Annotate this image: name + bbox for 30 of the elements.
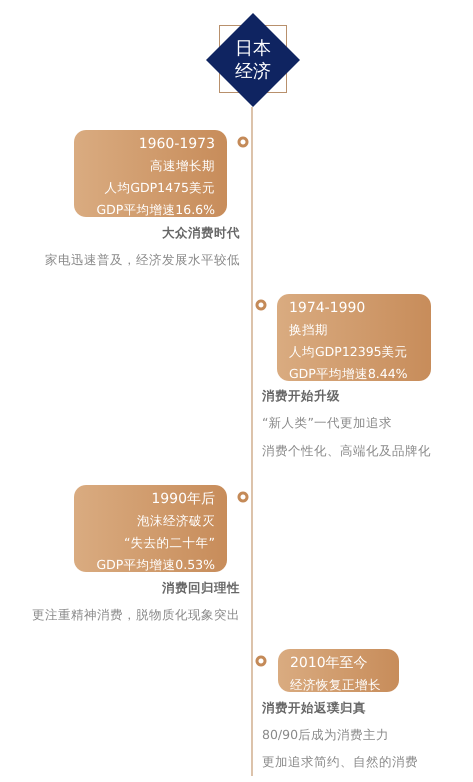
era-description: 更加追求简约、自然的消费 [262, 753, 418, 771]
era-description: “新人类”一代更加追求 [262, 414, 392, 432]
period-years: 1974-1990 [289, 299, 366, 318]
era-description: 消费个性化、高端化及品牌化 [262, 442, 431, 460]
period-years: 1960-1973 [138, 135, 215, 154]
era-heading: 消费回归理性 [162, 579, 240, 597]
period-fact: 经济恢复正增长 [290, 676, 382, 694]
period-fact: “失去的二十年” [123, 534, 215, 552]
period-fact: GDP平均增速16.6% [95, 201, 215, 219]
era-heading: 消费开始升级 [262, 387, 340, 405]
period-fact: 人均GDP12395美元 [289, 343, 409, 361]
period-years: 1990年后 [150, 490, 215, 509]
period-fact: GDP平均增速8.44% [289, 365, 409, 383]
era-description: 更注重精神消费，脱物质化现象突出 [32, 606, 240, 624]
period-years: 2010年至今 [290, 654, 369, 673]
period-box [278, 649, 399, 692]
period-fact: GDP平均增速0.53% [95, 556, 215, 574]
diamond-label: 日本经济 [234, 37, 272, 83]
era-heading: 消费开始返璞归真 [262, 699, 366, 717]
title-diamond [206, 13, 300, 107]
period-box [74, 130, 227, 217]
period-fact: 换挡期 [289, 321, 329, 339]
era-description: 80/90后成为消费主力 [262, 726, 390, 744]
period-box [277, 294, 431, 381]
period-fact: 高速增长期 [149, 157, 215, 175]
period-fact: 人均GDP1475美元 [103, 179, 215, 197]
era-heading: 大众消费时代 [162, 224, 240, 242]
period-box [74, 485, 227, 572]
period-fact: 泡沫经济破灭 [136, 512, 215, 530]
era-description: 家电迅速普及，经济发展水平较低 [45, 251, 240, 269]
